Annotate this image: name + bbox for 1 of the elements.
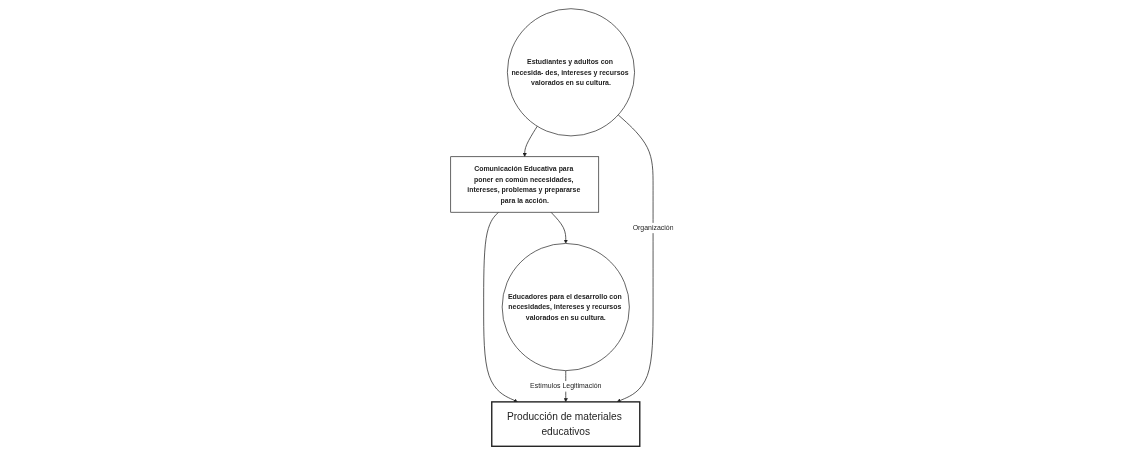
node-box: Producción de materiales educativos [491,401,641,447]
